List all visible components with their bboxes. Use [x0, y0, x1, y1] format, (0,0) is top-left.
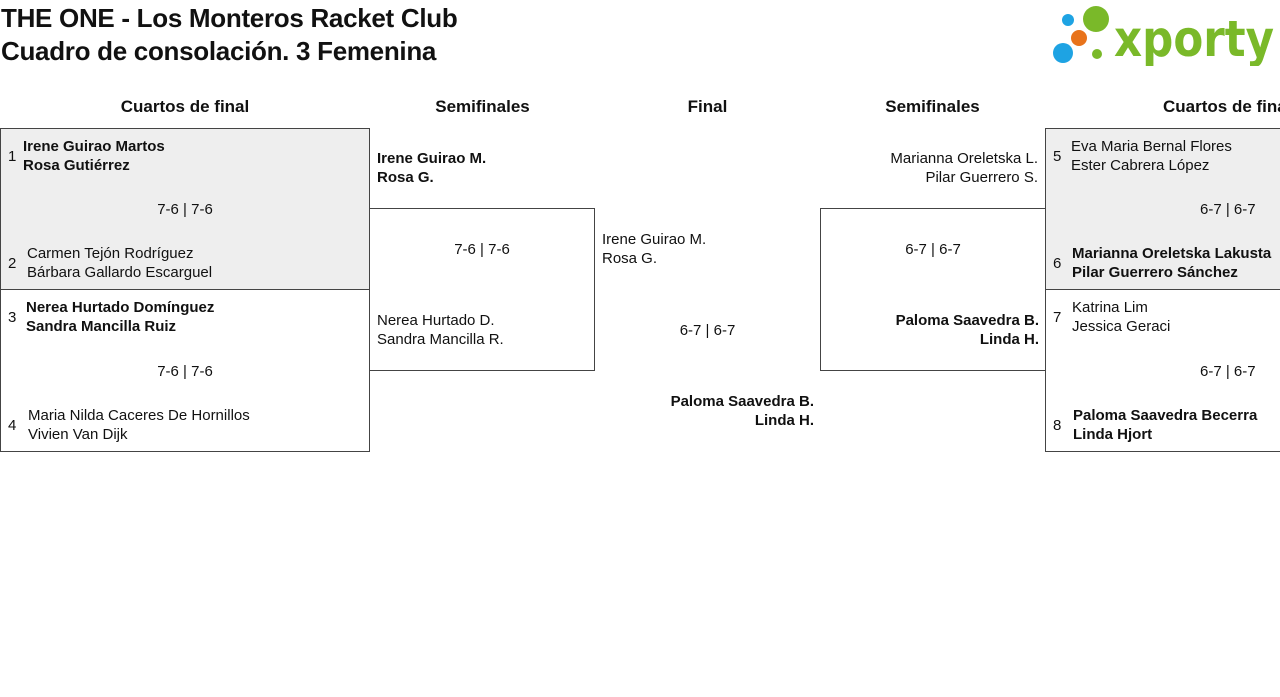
xporty-logo[interactable]: xporty: [1050, 4, 1276, 66]
title-line-2: Cuadro de consolación. 3 Femenina: [1, 36, 437, 66]
seed-number: 7: [1053, 309, 1062, 326]
title-line-1: THE ONE - Los Monteros Racket Club: [1, 3, 458, 33]
match-score: 6-7 | 6-7: [1200, 201, 1256, 218]
match-right-qf-2[interactable]: 7 Katrina Lim Jessica Geraci 6-7 | 6-7 8…: [1045, 289, 1280, 452]
player-name: Carmen Tejón Rodríguez: [27, 245, 194, 262]
seed-number: 5: [1053, 148, 1062, 165]
match-right-sf[interactable]: 6-7 | 6-7 Paloma Saavedra B. Linda H.: [820, 208, 1046, 371]
seed-number: 8: [1053, 417, 1062, 434]
final-score: 6-7 | 6-7: [679, 322, 736, 339]
logo-dot-green-small: [1092, 49, 1102, 59]
logo-dot-orange: [1071, 30, 1087, 46]
player-name: Sandra Mancilla R.: [377, 331, 504, 348]
player-name: Ester Cabrera López: [1071, 157, 1210, 174]
player-name: Linda Hjort: [1073, 426, 1153, 443]
player-name: Paloma Saavedra B.: [670, 393, 814, 410]
match-score: 7-6 | 7-6: [157, 201, 213, 218]
match-left-qf-1[interactable]: 1 Irene Guirao Martos Rosa Gutiérrez 7-6…: [0, 128, 370, 290]
player-name: Linda H.: [979, 331, 1039, 348]
round-header-right-sf: Semifinales: [885, 97, 980, 116]
team-loser[interactable]: Nerea Hurtado D. Sandra Mancilla R.: [377, 311, 504, 349]
player-name: Jessica Geraci: [1072, 318, 1171, 335]
team-winner[interactable]: Irene Guirao Martos Rosa Gutiérrez: [23, 137, 165, 175]
player-name: Irene Guirao Martos: [23, 138, 165, 155]
player-name: Sandra Mancilla Ruiz: [26, 318, 177, 335]
seed-number: 2: [8, 255, 17, 272]
page-title: THE ONE - Los Monteros Racket Club Cuadr…: [1, 2, 458, 68]
seed-number: 3: [8, 309, 17, 326]
player-name: Irene Guirao M.: [377, 150, 487, 167]
seed-number: 6: [1053, 255, 1062, 272]
team-right-sf-loser[interactable]: Marianna Oreletska L. Pilar Guerrero S.: [822, 149, 1038, 187]
player-name: Irene Guirao M.: [602, 231, 707, 248]
team-loser[interactable]: Katrina Lim Jessica Geraci: [1072, 298, 1170, 336]
match-left-sf[interactable]: 7-6 | 7-6 Nerea Hurtado D. Sandra Mancil…: [369, 208, 595, 371]
match-right-qf-1[interactable]: 5 Eva Maria Bernal Flores Ester Cabrera …: [1045, 128, 1280, 290]
seed-number: 1: [8, 148, 17, 165]
round-header-left-qf: Cuartos de final: [120, 97, 250, 116]
team-loser[interactable]: Carmen Tejón Rodríguez Bárbara Gallardo …: [27, 244, 212, 282]
logo-dot-blue: [1053, 43, 1073, 63]
player-name: Pilar Guerrero Sánchez: [1072, 264, 1238, 281]
seed-number: 4: [8, 417, 17, 434]
player-name: Vivien Van Dijk: [28, 426, 128, 443]
match-score: 6-7 | 6-7: [905, 241, 961, 258]
player-name: Nerea Hurtado Domínguez: [26, 299, 215, 316]
team-loser[interactable]: Maria Nilda Caceres De Hornillos Vivien …: [28, 406, 250, 444]
team-winner[interactable]: Paloma Saavedra Becerra Linda Hjort: [1073, 406, 1257, 444]
team-final-champion[interactable]: Paloma Saavedra B. Linda H.: [600, 392, 814, 430]
player-name: Bárbara Gallardo Escarguel: [27, 264, 213, 281]
round-header-right-qf: Cuartos de final: [1163, 97, 1280, 116]
player-name: Katrina Lim: [1072, 299, 1148, 316]
player-name: Rosa G.: [377, 169, 434, 186]
player-name: Marianna Oreletska Lakusta: [1072, 245, 1272, 262]
match-score: 7-6 | 7-6: [454, 241, 510, 258]
team-loser[interactable]: Eva Maria Bernal Flores Ester Cabrera Ló…: [1071, 137, 1232, 175]
player-name: Rosa G.: [602, 250, 658, 267]
team-left-sf-winner[interactable]: Irene Guirao M. Rosa G.: [377, 149, 486, 187]
player-name: Rosa Gutiérrez: [23, 157, 130, 174]
player-name: Eva Maria Bernal Flores: [1071, 138, 1232, 155]
team-final-top[interactable]: Irene Guirao M. Rosa G.: [602, 230, 706, 268]
team-winner[interactable]: Nerea Hurtado Domínguez Sandra Mancilla …: [26, 298, 214, 336]
match-left-qf-2[interactable]: 3 Nerea Hurtado Domínguez Sandra Mancill…: [0, 289, 370, 452]
round-header-left-sf: Semifinales: [435, 97, 530, 116]
team-winner[interactable]: Marianna Oreletska Lakusta Pilar Guerrer…: [1072, 244, 1271, 282]
player-name: Paloma Saavedra B.: [895, 312, 1039, 329]
round-header-final: Final: [687, 97, 728, 116]
player-name: Maria Nilda Caceres De Hornillos: [28, 407, 250, 424]
player-name: Paloma Saavedra Becerra: [1073, 407, 1258, 424]
team-winner[interactable]: Paloma Saavedra B. Linda H.: [823, 311, 1039, 349]
player-name: Linda H.: [754, 412, 814, 429]
logo-text: xporty: [1114, 10, 1274, 66]
match-score: 7-6 | 7-6: [157, 363, 213, 380]
player-name: Nerea Hurtado D.: [377, 312, 495, 329]
match-score: 6-7 | 6-7: [1200, 363, 1256, 380]
player-name: Pilar Guerrero S.: [925, 169, 1038, 186]
logo-dot-green: [1083, 6, 1109, 32]
player-name: Marianna Oreletska L.: [890, 150, 1038, 167]
logo-dot-blue-small: [1062, 14, 1074, 26]
